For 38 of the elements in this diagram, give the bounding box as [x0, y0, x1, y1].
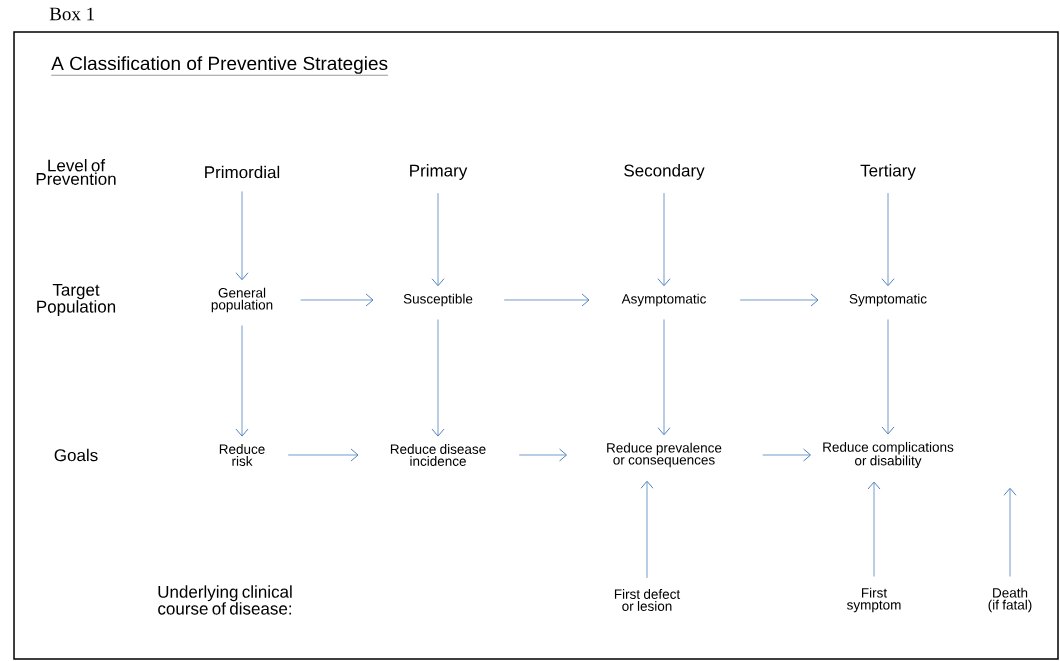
node-label: Death (if fatal) — [988, 587, 1032, 613]
arrow — [1003, 487, 1017, 577]
node-label: Symptomatic — [849, 293, 927, 307]
node-label: Asymptomatic — [621, 293, 707, 307]
arrow — [235, 325, 249, 437]
row-label: Target Population — [37, 283, 116, 317]
node-label: Reduce complications or disability — [823, 441, 954, 469]
arrow — [739, 293, 819, 307]
node-label: First symptom — [847, 587, 901, 613]
node-label: Reduce risk — [219, 444, 265, 466]
arrow — [881, 192, 895, 287]
arrow — [300, 293, 374, 307]
row-label: Underlying clinical course of disease: — [158, 585, 292, 615]
node-label: Reduce prevalence or consequences — [607, 442, 722, 468]
node-label: Tertiary — [860, 164, 916, 180]
arrow — [881, 319, 895, 435]
arrow — [640, 480, 654, 579]
arrow — [431, 319, 445, 437]
node-label: Primary — [410, 164, 468, 180]
box-label: Box 1 — [49, 7, 94, 21]
node-label: Susceptible — [403, 293, 473, 307]
arrow — [287, 448, 359, 462]
arrow — [503, 293, 590, 307]
title: A Classification of Preventive Strategies — [51, 56, 389, 76]
arrow — [657, 192, 671, 287]
node-label: Primordial — [205, 165, 280, 179]
arrow — [657, 319, 671, 436]
node-label: Reduce disease incidence — [390, 444, 486, 466]
node-label: Secondary — [624, 164, 705, 180]
arrow — [235, 191, 249, 281]
node-label: General population — [211, 287, 273, 313]
row-label: Level of Prevention — [36, 159, 116, 185]
row-label: Goals — [54, 448, 98, 462]
arrow — [762, 448, 812, 462]
arrow — [867, 481, 881, 577]
node-label: First defect or lesion — [614, 589, 681, 611]
arrow — [518, 448, 568, 462]
arrow — [431, 192, 445, 287]
